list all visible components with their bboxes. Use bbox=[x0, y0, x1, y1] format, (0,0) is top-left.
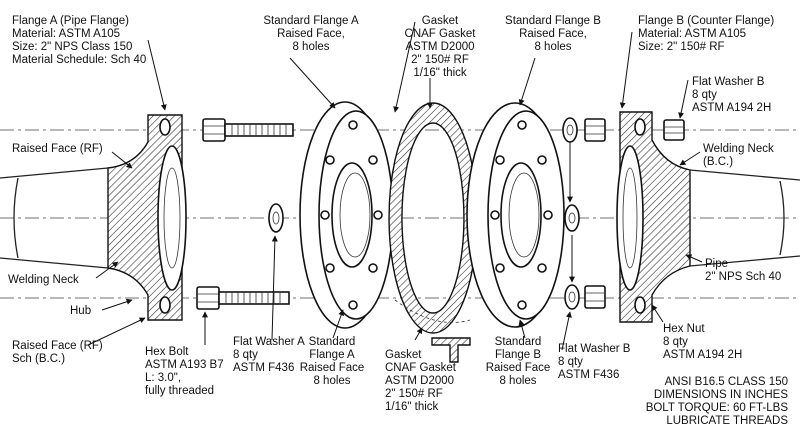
welding-neck-bc-label: Welding Neck(B.C.) bbox=[703, 143, 774, 168]
label-line: Flange B bbox=[495, 349, 541, 361]
label-line: Sch (B.C.) bbox=[12, 353, 65, 365]
flange-a bbox=[107, 114, 187, 321]
label-line: 8 holes bbox=[499, 375, 536, 387]
label-line: Hex Nut bbox=[663, 323, 705, 335]
label-line: ASTM A194 2H bbox=[692, 102, 771, 114]
gasket-detail-callout bbox=[394, 299, 471, 363]
label-line: Gasket bbox=[385, 349, 422, 361]
label-line: Raised Face bbox=[300, 362, 365, 374]
standard-flange-a bbox=[299, 101, 394, 329]
label-line: Flat Washer B bbox=[558, 343, 631, 355]
label-line: Flat Washer B bbox=[692, 76, 765, 88]
label-line: Material: ASTM A105 bbox=[638, 28, 746, 40]
label-line: 8 qty bbox=[663, 336, 688, 348]
label-line: Hex Bolt bbox=[145, 346, 189, 358]
label-line: 1/16" thick bbox=[413, 67, 467, 79]
label-line: BOLT TORQUE: 60 FT-LBS bbox=[646, 402, 789, 414]
label-line: ASTM D2000 bbox=[405, 41, 474, 53]
flat-washer-b-lower bbox=[564, 284, 580, 310]
label-line: 8 holes bbox=[313, 375, 350, 387]
label-line: Size: 2" NPS Class 150 bbox=[12, 41, 132, 53]
flange-a-label: Flange A (Pipe Flange)Material: ASTM A10… bbox=[12, 15, 146, 66]
label-line: Raised Face, bbox=[519, 28, 587, 40]
hub-label: Hub bbox=[70, 305, 91, 317]
label-line: Raised Face, bbox=[277, 28, 345, 40]
label-line: Material: ASTM A105 bbox=[12, 28, 120, 40]
right-pipe bbox=[689, 169, 800, 267]
label-line: 8 holes bbox=[534, 41, 571, 53]
hex-bolt-lower bbox=[196, 286, 290, 310]
label-line: 8 qty bbox=[558, 356, 583, 368]
label-line: Flange B (Counter Flange) bbox=[638, 15, 774, 27]
label-line: Flat Washer A bbox=[233, 336, 305, 348]
welding-neck-label: Welding Neck bbox=[8, 274, 79, 286]
label-line: Material Schedule: Sch 40 bbox=[12, 54, 146, 66]
label-line: L: 3.0", bbox=[145, 372, 181, 384]
raised-face-rf-label: Raised Face (RF) bbox=[12, 143, 103, 155]
label-line: Hub bbox=[70, 305, 91, 317]
label-line: Welding Neck bbox=[703, 143, 774, 155]
label-line: CNAF Gasket bbox=[385, 362, 457, 374]
label-line: Standard Flange B bbox=[505, 15, 601, 27]
label-line: Size: 2" 150# RF bbox=[638, 41, 725, 53]
label-line: Raised Face (RF) bbox=[12, 143, 103, 155]
label-line: Standard bbox=[495, 336, 542, 348]
label-line: (B.C.) bbox=[703, 156, 733, 168]
flange-b-label: Flange B (Counter Flange)Material: ASTM … bbox=[638, 15, 774, 53]
label-line: Raised Face bbox=[486, 362, 551, 374]
label-line: 2" NPS Sch 40 bbox=[705, 271, 781, 283]
raised-face-sch-label: Raised Face (RF)Sch (B.C.) bbox=[12, 340, 103, 365]
label-line: CNAF Gasket bbox=[405, 28, 477, 40]
label-line: 2" 150# RF bbox=[385, 388, 443, 400]
label-line: Standard bbox=[309, 336, 356, 348]
label-line: LUBRICATE THREADS bbox=[666, 415, 788, 427]
label-line: Welding Neck bbox=[8, 274, 79, 286]
flange-b bbox=[616, 111, 691, 323]
label-line: ASTM A194 2H bbox=[663, 349, 742, 361]
leader-lines bbox=[87, 21, 703, 351]
label-line: ANSI B16.5 CLASS 150 bbox=[665, 376, 788, 388]
label-line: Flange A (Pipe Flange) bbox=[12, 15, 129, 27]
label-line: Gasket bbox=[422, 15, 459, 27]
label-line: fully threaded bbox=[145, 385, 214, 397]
label-line: Pipe bbox=[705, 258, 728, 270]
label-line: Flange A bbox=[309, 349, 355, 361]
label-line: DIMENSIONS IN INCHES bbox=[654, 389, 789, 401]
hex-nut-upper bbox=[584, 118, 606, 142]
hex-nut-top-right bbox=[663, 119, 685, 141]
flat-washer-a bbox=[268, 203, 284, 233]
label-line: Standard Flange A bbox=[263, 15, 359, 27]
label-line: ASTM F436 bbox=[233, 362, 294, 374]
hex-nut-lower bbox=[584, 285, 606, 309]
label-line: 1/16" thick bbox=[385, 401, 439, 413]
standard-flange-b bbox=[466, 102, 565, 328]
label-line: ASTM A193 B7 bbox=[145, 359, 224, 371]
label-line: ASTM F436 bbox=[558, 369, 619, 381]
label-line: 2" 150# RF bbox=[411, 54, 469, 66]
label-line: Raised Face (RF) bbox=[12, 340, 103, 352]
gasket bbox=[388, 102, 478, 334]
flat-washer-b-middle bbox=[564, 204, 580, 232]
hex-bolt-upper bbox=[202, 118, 294, 142]
flat-washer-b-upper bbox=[562, 117, 578, 143]
label-line: 8 holes bbox=[292, 41, 329, 53]
left-pipe bbox=[0, 167, 109, 269]
label-line: ASTM D2000 bbox=[385, 375, 454, 387]
label-line: 8 qty bbox=[692, 89, 717, 101]
label-line: 8 qty bbox=[233, 349, 258, 361]
